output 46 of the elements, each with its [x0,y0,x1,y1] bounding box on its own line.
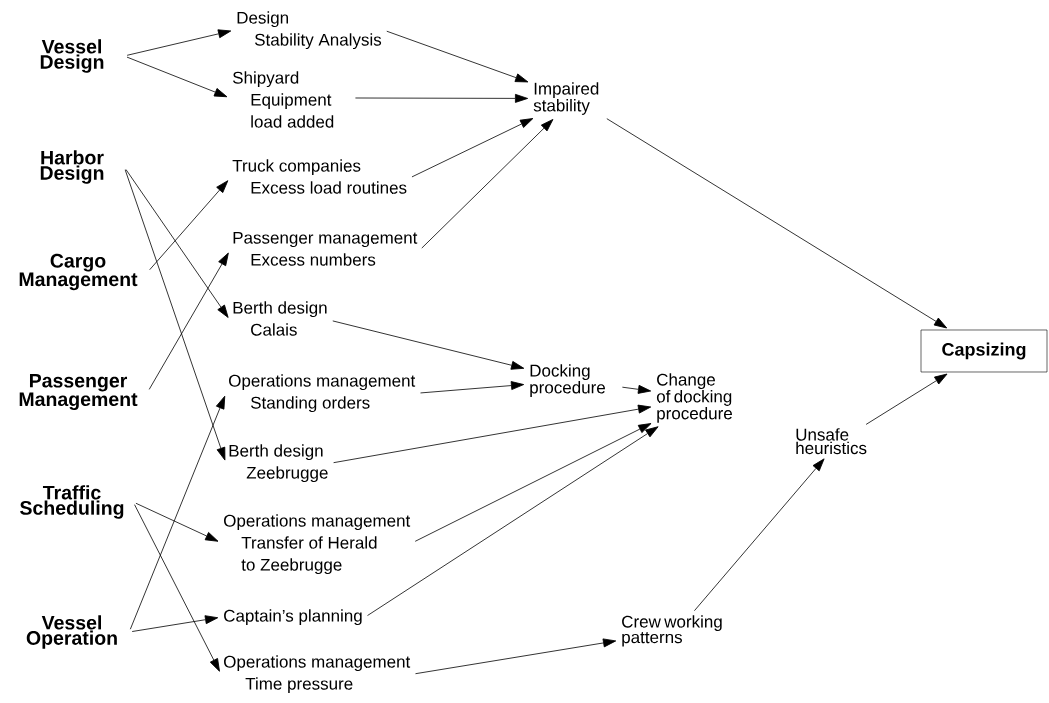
cause-text: Operations management Time pressure [224,655,411,694]
cause-text: Design Stability Analysis [237,11,382,50]
arrow [420,381,525,394]
arrow [135,502,219,542]
factor-label: Vessel Operation [26,615,117,649]
arrow [134,504,220,672]
event-text: Docking procedure [530,364,605,397]
cause-text: Berth design Zeebrugge [229,444,328,483]
cause-text: Shipyard Equipment load added [233,71,334,128]
arrow [355,93,529,103]
arrow [124,169,226,461]
arrow [421,119,554,249]
factor-label: Traffic Scheduling [20,485,124,519]
arrow [606,118,948,329]
arrow [415,638,617,675]
arrow [148,252,229,390]
arrow [386,30,529,83]
factor-label: Vessel Design [40,39,104,73]
arrow [865,373,948,425]
event-text: Unsafe heuristics [796,428,867,455]
arrow [411,118,534,178]
arrow [126,56,228,98]
cause-text: Operations management Transfer of Herald to Zeebrugge [224,514,411,575]
arrow [414,423,652,542]
event-text: Impaired stability [533,82,599,115]
arrow [125,169,229,318]
cause-text: Captain’s planning [224,609,362,626]
factor-label: Passenger Management [19,373,138,411]
arrow [332,320,525,370]
cause-text: Passenger management Excess numbers [233,231,418,266]
cause-text: Berth design Calais [233,301,327,336]
cause-text: Truck companies Excess load routines [232,159,407,194]
arrow [149,180,229,271]
event-text: Crew working patterns [622,615,722,647]
event-text: Change of docking procedure [656,373,732,423]
arrow [367,426,659,616]
arrow [333,404,652,464]
outcome-box: Capsizing [920,329,1048,373]
arrow [129,395,226,630]
arrow [694,458,825,612]
arrow [126,29,232,56]
arrow [131,615,219,632]
cause-text: Operations management Standing orders [229,374,416,413]
factor-label: Harbor Design [40,150,104,184]
factor-label: Cargo Management [19,253,138,291]
arrow [622,384,652,394]
